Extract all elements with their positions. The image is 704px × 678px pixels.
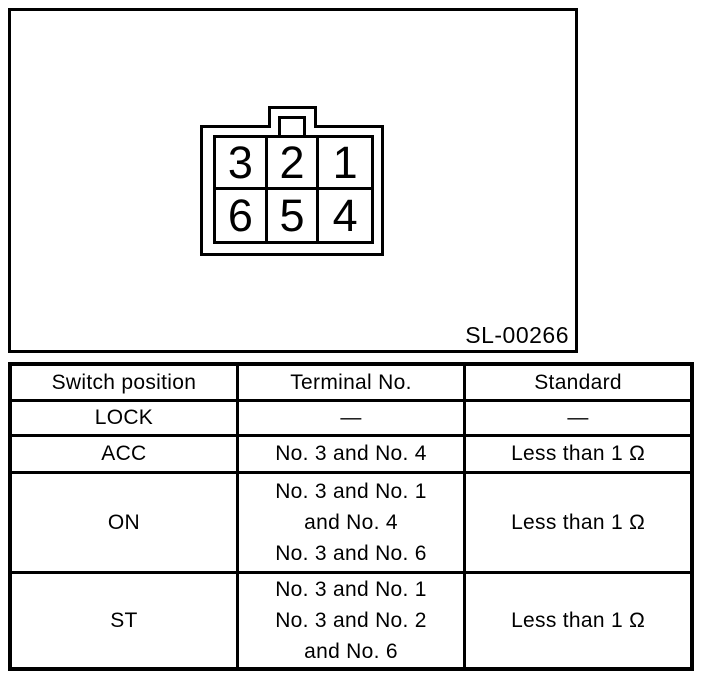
terminal-no-lock: — bbox=[235, 398, 467, 437]
switch-position-lock: LOCK bbox=[8, 398, 239, 437]
terminal-no-acc: No. 3 and No. 4 bbox=[235, 433, 467, 474]
switch-position-on: ON bbox=[8, 470, 239, 574]
terminal-cell-1: 1 bbox=[319, 138, 371, 190]
switch-position-acc: ACC bbox=[8, 433, 239, 474]
terminal-cell-3: 3 bbox=[216, 138, 268, 190]
switch-position-st: ST bbox=[8, 570, 239, 670]
terminal-cell-6: 6 bbox=[216, 189, 268, 241]
connector-figure-box: 3 2 1 6 5 4 SL-00266 bbox=[8, 8, 578, 353]
terminal-no-on: No. 3 and No. 1 and No. 4 No. 3 and No. … bbox=[235, 470, 467, 574]
standard-acc: Less than 1 Ω bbox=[463, 433, 694, 474]
terminal-grid: 3 2 1 6 5 4 bbox=[213, 135, 374, 244]
standard-lock: — bbox=[463, 398, 694, 437]
terminal-cell-2: 2 bbox=[267, 138, 320, 190]
header-switch-position: Switch position bbox=[8, 362, 239, 402]
connector-lock-tab-inner bbox=[278, 116, 306, 135]
header-standard: Standard bbox=[463, 362, 694, 402]
table-row-acc: ACC No. 3 and No. 4 Less than 1 Ω bbox=[8, 433, 694, 474]
table-row-on: ON No. 3 and No. 1 and No. 4 No. 3 and N… bbox=[8, 470, 694, 574]
figure-id-label: SL-00266 bbox=[465, 322, 569, 348]
terminal-no-st: No. 3 and No. 1 No. 3 and No. 2 and No. … bbox=[235, 570, 467, 670]
table-row-lock: LOCK — — bbox=[8, 398, 694, 437]
terminal-cell-5: 5 bbox=[268, 189, 320, 241]
continuity-spec-table: Switch position Terminal No. Standard LO… bbox=[8, 362, 694, 671]
header-terminal-no: Terminal No. bbox=[235, 362, 467, 402]
terminal-cell-4: 4 bbox=[332, 189, 358, 241]
standard-on: Less than 1 Ω bbox=[463, 470, 694, 574]
standard-st: Less than 1 Ω bbox=[463, 570, 694, 670]
table-header-row: Switch position Terminal No. Standard bbox=[8, 362, 694, 402]
table-row-st: ST No. 3 and No. 1 No. 3 and No. 2 and N… bbox=[8, 570, 694, 670]
